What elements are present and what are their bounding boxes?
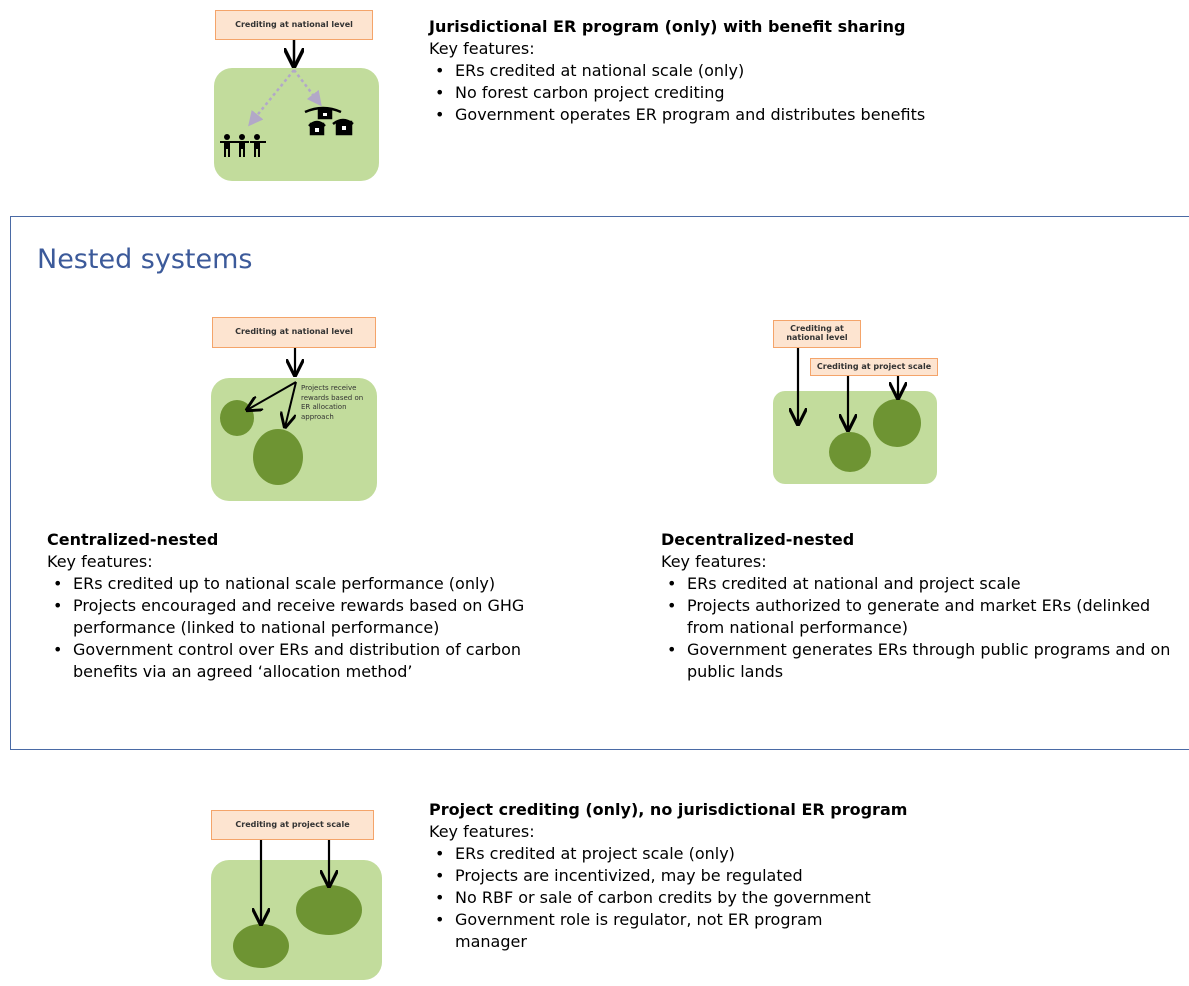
top-bullet-2: No forest carbon project crediting — [429, 82, 989, 104]
centralized-crediting-box: Crediting at national level — [212, 317, 376, 348]
decentralized-bullet-list: ERs credited at national and project sca… — [661, 573, 1189, 683]
nested-systems-title: Nested systems — [37, 244, 253, 275]
bottom-bullet-list: ERs credited at project scale (only) Pro… — [429, 843, 989, 953]
bottom-bullet-4: Government role is regulator, not ER pro… — [429, 909, 895, 953]
bottom-key-features: Key features: — [429, 822, 535, 841]
decentralized-key-features: Key features: — [661, 552, 767, 571]
decentralized-heading: Decentralized-nested — [661, 530, 855, 549]
bottom-heading: Project crediting (only), no jurisdictio… — [429, 800, 908, 819]
centralized-bullet-1: ERs credited up to national scale perfor… — [47, 573, 587, 595]
bottom-description: Project crediting (only), no jurisdictio… — [429, 799, 989, 953]
decentralized-project-box: Crediting at project scale — [810, 358, 938, 376]
top-key-features: Key features: — [429, 39, 535, 58]
decentralized-bullet-2: Projects authorized to generate and mark… — [661, 595, 1187, 639]
project-crediting-box: Crediting at project scale — [211, 810, 374, 840]
centralized-heading: Centralized-nested — [47, 530, 219, 549]
centralized-bullet-3: Government control over ERs and distribu… — [47, 639, 573, 683]
top-description: Jurisdictional ER program (only) with be… — [429, 16, 989, 126]
people-icon — [220, 134, 266, 157]
nested-systems-frame — [10, 216, 1189, 750]
crediting-national-box: Crediting at national level — [215, 10, 373, 40]
bottom-bullet-3: No RBF or sale of carbon credits by the … — [429, 887, 989, 909]
centralized-description: Centralized-nested Key features: ERs cre… — [47, 529, 587, 683]
decentralized-bullet-3: Government generates ERs through public … — [661, 639, 1189, 683]
centralized-key-features: Key features: — [47, 552, 153, 571]
top-bullet-1: ERs credited at national scale (only) — [429, 60, 989, 82]
top-heading: Jurisdictional ER program (only) with be… — [429, 17, 906, 36]
decentralized-national-box: Crediting at national level — [773, 320, 861, 348]
bottom-bullet-1: ERs credited at project scale (only) — [429, 843, 989, 865]
top-bullet-3: Government operates ER program and distr… — [429, 104, 935, 126]
decentralized-bullet-1: ERs credited at national and project sca… — [661, 573, 1189, 595]
centralized-bullet-list: ERs credited up to national scale perfor… — [47, 573, 587, 683]
bottom-bullet-2: Projects are incentivized, may be regula… — [429, 865, 989, 887]
centralized-annotation: Projects receive rewards based on ER all… — [301, 384, 364, 421]
centralized-bullet-2: Projects encouraged and receive rewards … — [47, 595, 583, 639]
top-bullet-list: ERs credited at national scale (only) No… — [429, 60, 989, 126]
houses-icon — [304, 106, 354, 136]
decentralized-description: Decentralized-nested Key features: ERs c… — [661, 529, 1189, 683]
